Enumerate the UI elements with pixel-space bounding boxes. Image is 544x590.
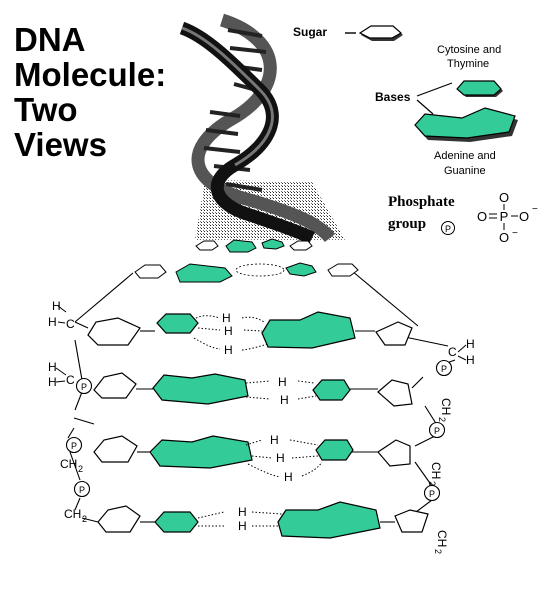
sugar bbox=[87, 317, 141, 346]
svg-text:P: P bbox=[79, 485, 85, 495]
svg-text:H: H bbox=[280, 393, 289, 407]
legend-sugar-label: Sugar bbox=[293, 25, 328, 39]
svg-text:CH: CH bbox=[64, 507, 81, 521]
base-pyrimidine bbox=[312, 379, 351, 401]
legend-adenine-label-2: Guanine bbox=[444, 165, 486, 177]
sugars bbox=[87, 317, 429, 533]
title-line-2: Molecule: bbox=[14, 56, 167, 93]
legend-cytosine-label-1: Cytosine and bbox=[437, 44, 502, 56]
phosphate-circle: P bbox=[75, 377, 93, 395]
base-purine bbox=[277, 501, 381, 539]
svg-text:P: P bbox=[445, 224, 451, 234]
top-receding-row bbox=[134, 238, 359, 283]
helix-back-strand bbox=[191, 13, 336, 243]
svg-text:H: H bbox=[48, 315, 57, 329]
svg-text:C: C bbox=[66, 373, 75, 387]
hydrogen-bond-lines bbox=[193, 315, 323, 527]
left-chem-labels: H H C H H C CH 2 CH 2 bbox=[48, 299, 87, 524]
right-chem-labels: H H C CH 2 CH 2 CH 2 bbox=[427, 337, 475, 554]
legend: P O O P O − O − bbox=[345, 25, 538, 245]
sugar bbox=[377, 379, 413, 407]
base-pyrimidine bbox=[315, 439, 354, 461]
svg-text:H: H bbox=[224, 324, 233, 338]
phosphate-circle: P bbox=[428, 421, 446, 439]
svg-text:−: − bbox=[532, 204, 538, 215]
svg-text:CH: CH bbox=[439, 398, 453, 415]
svg-text:H: H bbox=[48, 360, 57, 374]
svg-text:H: H bbox=[238, 505, 247, 519]
base-pyrimidine bbox=[156, 313, 199, 334]
base-pyrimidine bbox=[154, 511, 199, 533]
bases bbox=[149, 311, 381, 539]
legend-purine-base bbox=[414, 107, 518, 142]
svg-text:O: O bbox=[499, 190, 509, 205]
sugar bbox=[377, 439, 411, 467]
svg-text:H: H bbox=[224, 343, 233, 357]
svg-text:CH: CH bbox=[435, 530, 449, 547]
title-line-3: Two bbox=[14, 91, 78, 128]
svg-text:P: P bbox=[441, 364, 447, 374]
sugar bbox=[97, 505, 141, 533]
legend-phosphate-icon: P bbox=[441, 221, 455, 235]
svg-text:CH: CH bbox=[429, 462, 443, 479]
phosphate-circle: P bbox=[423, 484, 441, 502]
helix-rungs bbox=[203, 28, 267, 192]
legend-sugar-pentagon bbox=[358, 25, 403, 41]
title-line-1: DNA bbox=[14, 21, 86, 58]
svg-text:P: P bbox=[429, 489, 435, 499]
svg-text:2: 2 bbox=[437, 417, 447, 422]
phosphate-circle: P bbox=[65, 436, 83, 454]
legend-pyrimidine-base bbox=[456, 80, 503, 97]
svg-text:O: O bbox=[499, 230, 509, 245]
sugar bbox=[375, 321, 413, 346]
svg-text:2: 2 bbox=[433, 549, 443, 554]
svg-text:2: 2 bbox=[427, 481, 437, 486]
base-purine bbox=[152, 373, 249, 405]
svg-text:H: H bbox=[238, 519, 247, 533]
svg-text:P: P bbox=[434, 426, 440, 436]
rung-lines bbox=[136, 330, 395, 523]
hydrogen-bond-labels: H H H H H H H H H H bbox=[222, 311, 293, 533]
svg-text:H: H bbox=[222, 311, 231, 325]
svg-text:P: P bbox=[81, 382, 87, 392]
phosphate-groups: P P P P P bbox=[65, 359, 453, 502]
svg-text:O: O bbox=[519, 209, 529, 224]
svg-text:C: C bbox=[66, 317, 75, 331]
svg-text:2: 2 bbox=[82, 514, 87, 524]
legend-phosphate-label-2: group bbox=[388, 216, 427, 232]
svg-text:2: 2 bbox=[78, 464, 83, 474]
svg-text:H: H bbox=[52, 299, 61, 313]
svg-text:H: H bbox=[466, 337, 475, 351]
svg-text:CH: CH bbox=[60, 457, 77, 471]
legend-bases-label: Bases bbox=[375, 90, 411, 104]
legend-phosphate-label-1: Phosphate bbox=[388, 194, 455, 210]
svg-text:H: H bbox=[466, 353, 475, 367]
sugar bbox=[93, 372, 137, 399]
svg-text:O: O bbox=[477, 209, 487, 224]
svg-text:H: H bbox=[48, 375, 57, 389]
diagram-title: DNA Molecule: Two Views bbox=[14, 22, 166, 162]
base-purine bbox=[149, 435, 253, 469]
dna-ladder: H H H H H H H H H H P P bbox=[48, 238, 475, 554]
legend-cytosine-label-2: Thymine bbox=[447, 58, 490, 70]
phosphate-circle: P bbox=[435, 359, 453, 377]
svg-text:P: P bbox=[71, 441, 77, 451]
svg-text:H: H bbox=[278, 375, 287, 389]
base-purine bbox=[261, 311, 356, 349]
phosphate-circle: P bbox=[73, 480, 91, 498]
double-helix bbox=[179, 13, 345, 244]
svg-text:−: − bbox=[512, 228, 518, 239]
svg-text:H: H bbox=[284, 470, 293, 484]
svg-text:P: P bbox=[500, 209, 509, 224]
sugar bbox=[394, 509, 429, 533]
phosphate-structural-formula: O O P O − O − bbox=[477, 190, 538, 245]
svg-text:C: C bbox=[448, 345, 457, 359]
title-line-4: Views bbox=[14, 126, 107, 163]
svg-text:H: H bbox=[276, 451, 285, 465]
legend-adenine-label-1: Adenine and bbox=[434, 150, 496, 162]
sugar bbox=[93, 435, 138, 463]
svg-text:H: H bbox=[270, 433, 279, 447]
